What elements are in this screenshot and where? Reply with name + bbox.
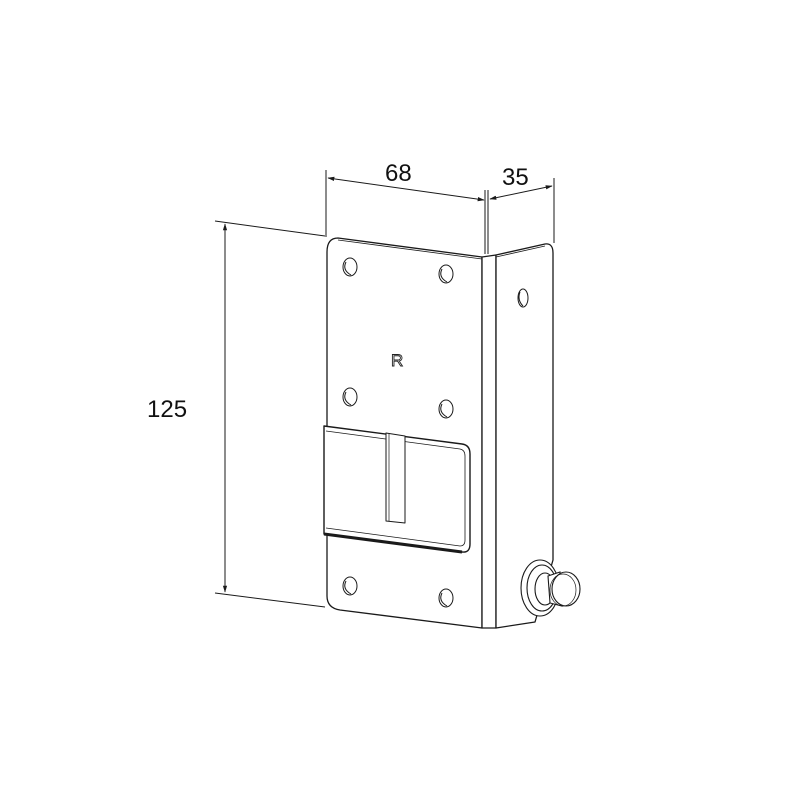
dimension-width (325, 170, 485, 237)
dimension-width-label: 68 (385, 160, 412, 187)
bend-edge (481, 254, 497, 629)
knob-icon (520, 559, 581, 617)
slot (385, 432, 406, 524)
hole-icon (438, 264, 454, 284)
hole-icon (342, 257, 358, 277)
sliding-plate (323, 425, 471, 554)
dimension-depth (484, 178, 555, 254)
hole-icon (438, 399, 454, 419)
hole-icon (517, 288, 529, 308)
hole-icon (342, 576, 358, 596)
dimension-depth-label: 35 (502, 164, 529, 191)
dimension-height-label: 125 (147, 396, 187, 423)
hole-icon (342, 387, 358, 407)
hole-icon (438, 588, 454, 608)
dimension-height (214, 220, 326, 608)
side-marking: R (391, 351, 403, 370)
